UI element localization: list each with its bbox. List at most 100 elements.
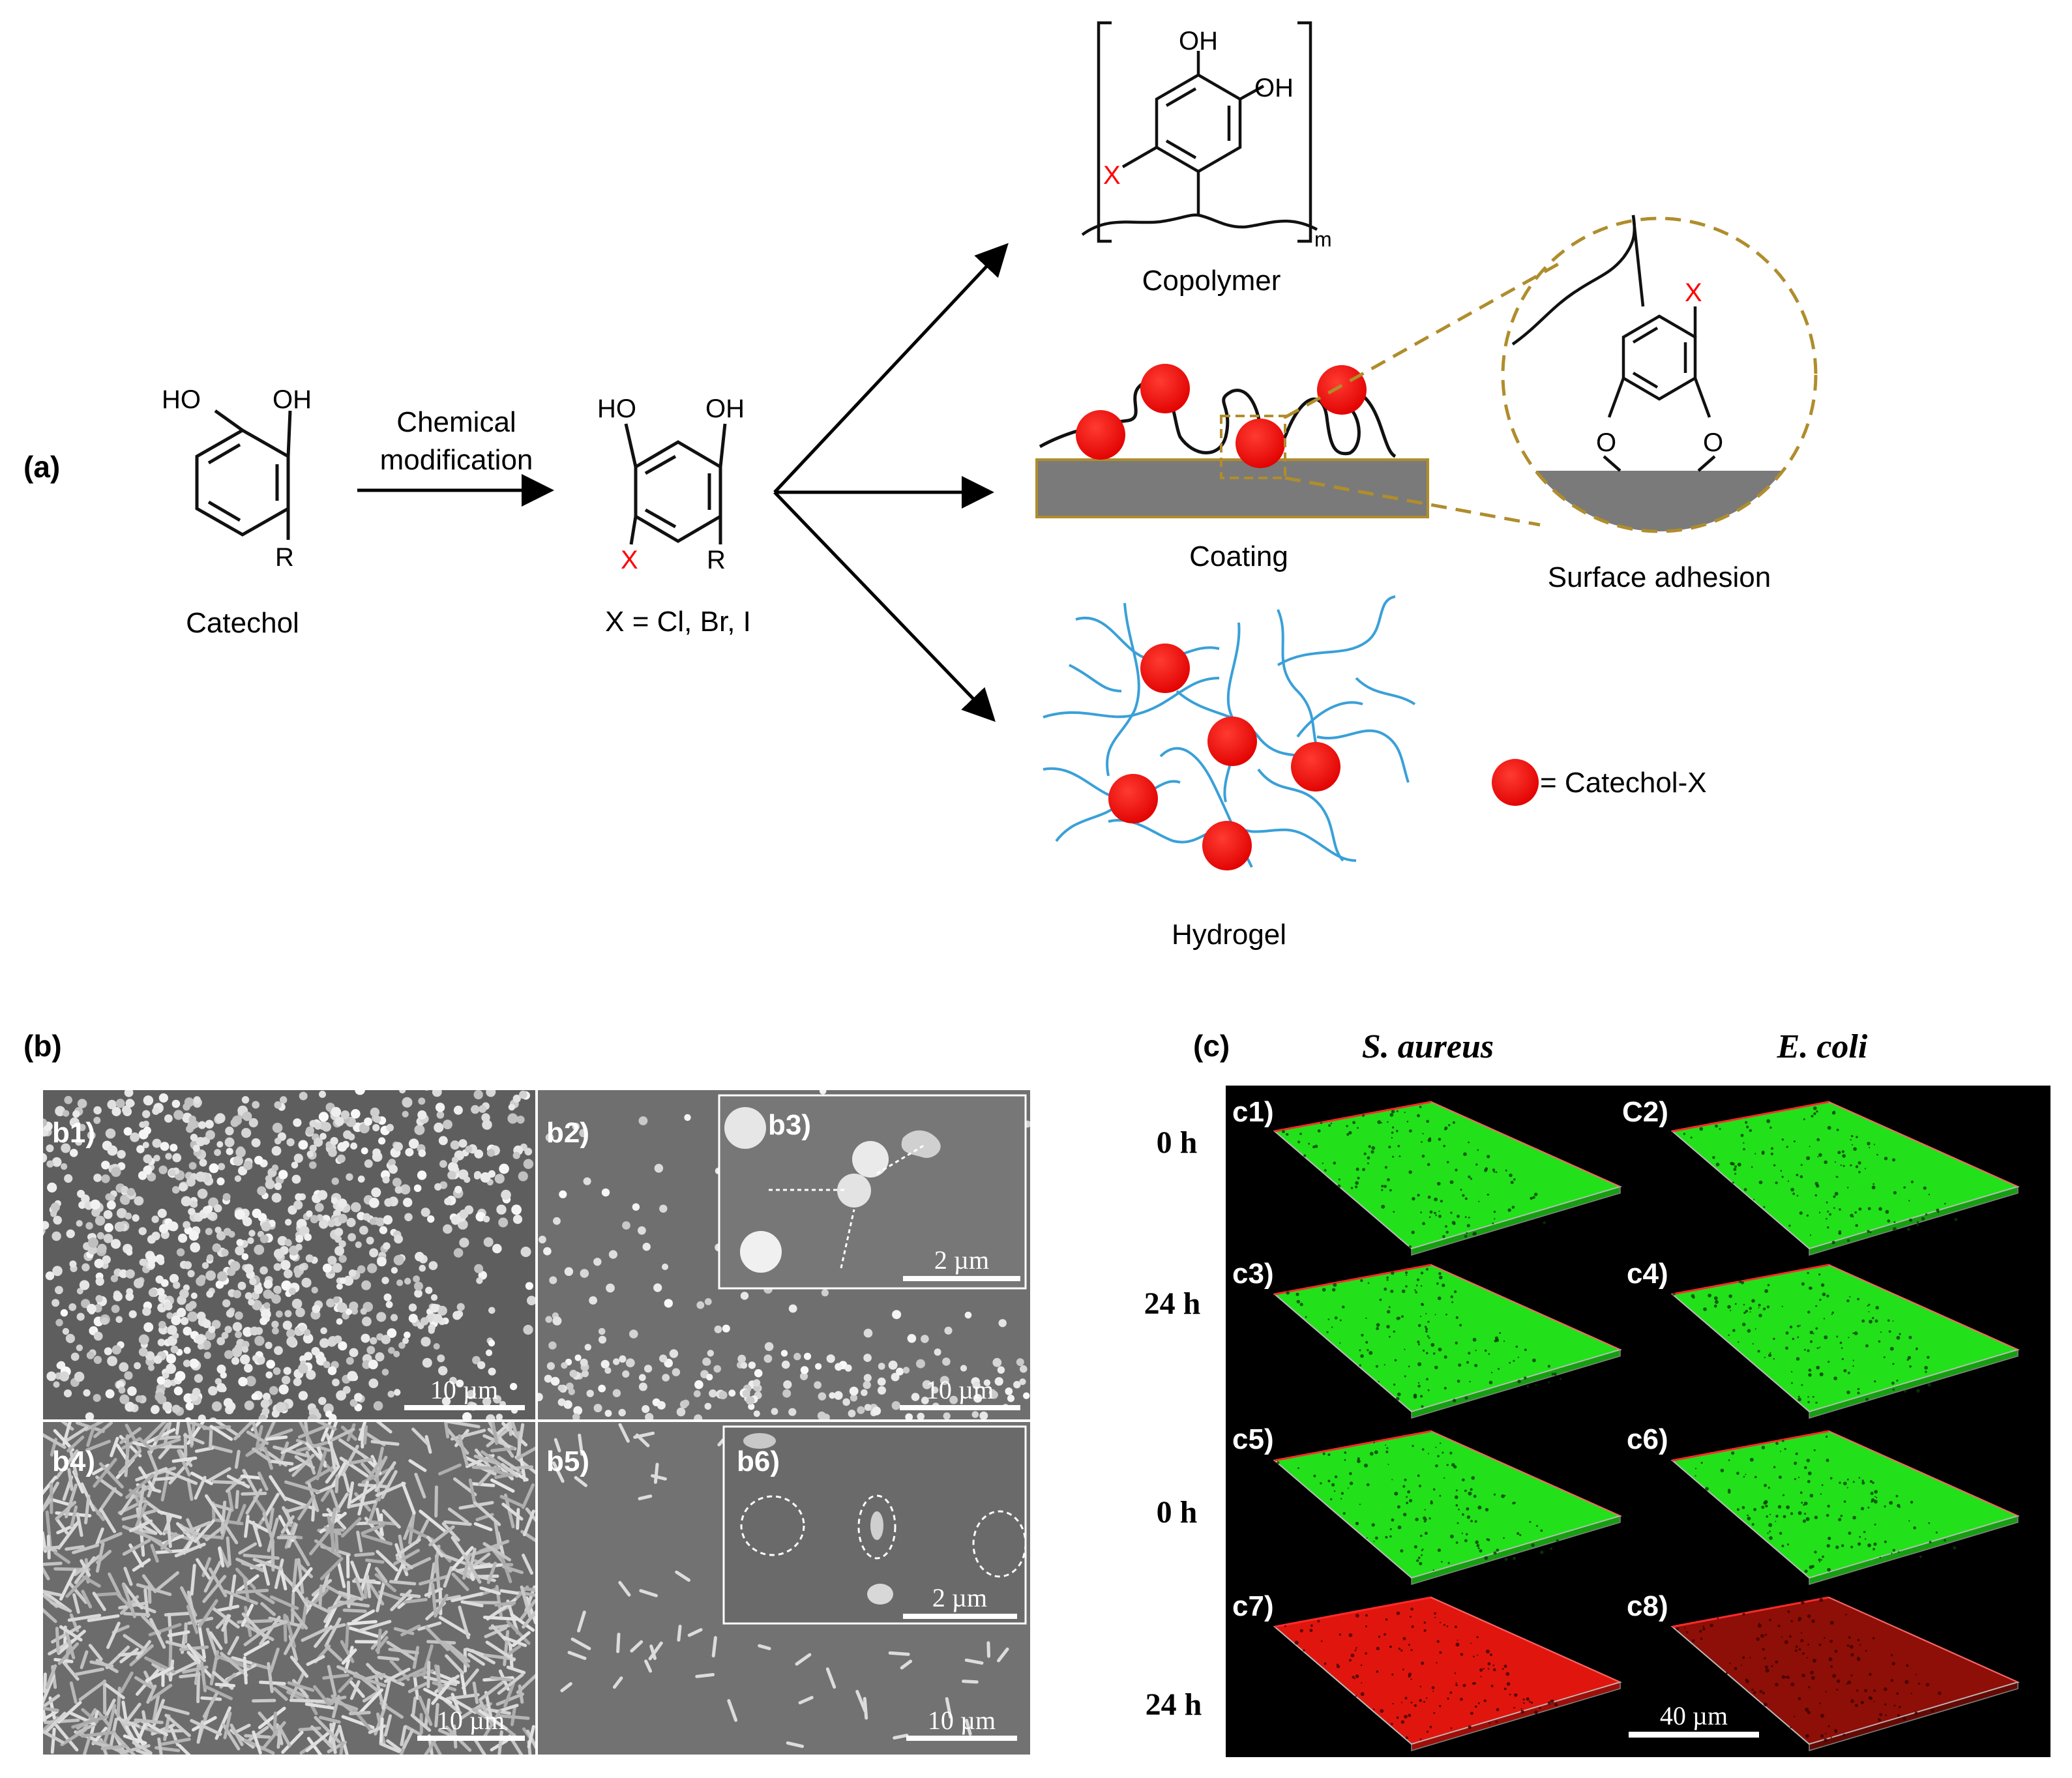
coccus xyxy=(298,1140,308,1150)
confocal-speckle xyxy=(1385,1535,1388,1539)
coccus xyxy=(235,1311,243,1320)
hydrogel-strand xyxy=(1223,622,1241,803)
confocal-speckle xyxy=(1691,1294,1695,1298)
scale-text-b1: 10 µm xyxy=(430,1375,498,1404)
confocal-speckle xyxy=(1857,1161,1861,1165)
confocal-speckle xyxy=(1775,1660,1779,1664)
b6-ring-marker xyxy=(972,1510,1027,1578)
copolymer-double-bond xyxy=(1165,87,1197,107)
confocal-speckle xyxy=(1505,1672,1510,1676)
confocal-speckle xyxy=(1855,1165,1859,1168)
confocal-speckle xyxy=(1425,1330,1428,1333)
confocal-speckle xyxy=(1781,1138,1784,1141)
coccus xyxy=(373,1400,383,1411)
b6-cell xyxy=(743,1433,776,1449)
rod-bacterium xyxy=(223,1589,258,1605)
coccus xyxy=(364,1117,372,1126)
confocal-speckle xyxy=(1378,1635,1381,1638)
coccus xyxy=(512,1094,521,1103)
confocal-speckle xyxy=(1899,1506,1901,1508)
confocal-speckle xyxy=(1414,1289,1416,1291)
confocal-speckle xyxy=(1814,1515,1818,1519)
rod-bacterium xyxy=(291,1453,315,1477)
coccus xyxy=(283,1367,291,1375)
confocal-speckle xyxy=(1822,1555,1824,1558)
confocal-speckle xyxy=(1838,1518,1842,1522)
confocal-speckle xyxy=(1839,1208,1841,1211)
confocal-speckle xyxy=(1471,1476,1475,1480)
confocal-speckle xyxy=(1857,1297,1860,1301)
coccus xyxy=(706,1374,713,1381)
confocal-speckle xyxy=(1438,1215,1442,1218)
coccus xyxy=(153,1355,162,1364)
confocal-speckle xyxy=(1833,1207,1835,1209)
confocal-speckle xyxy=(1349,1472,1352,1475)
confocal-speckle xyxy=(1361,1333,1364,1337)
rod-bacterium xyxy=(494,1601,516,1607)
coccus xyxy=(518,1171,528,1181)
confocal-speckle xyxy=(1792,1193,1795,1195)
confocal-speckle xyxy=(1297,1140,1301,1144)
rod-bacterium xyxy=(183,1432,188,1458)
confocal-speckle xyxy=(1440,1622,1442,1623)
confocal-speckle xyxy=(1492,1222,1494,1224)
confocal-speckle xyxy=(1445,1230,1449,1234)
rod-bacterium xyxy=(284,1622,303,1655)
rod-bacterium xyxy=(964,1658,984,1665)
confocal-speckle xyxy=(1764,1356,1766,1359)
coccus xyxy=(826,1354,835,1363)
catechol-r: R xyxy=(275,543,294,572)
rod-bacterium xyxy=(306,1655,325,1667)
coccus xyxy=(593,1258,602,1266)
confocal-speckle xyxy=(1492,1168,1496,1172)
copolymer-structure xyxy=(1081,21,1318,243)
confocal-slab-edge xyxy=(1809,1515,2019,1586)
coccus xyxy=(0,1239,7,1250)
coccus xyxy=(134,1362,141,1370)
confocal-speckle xyxy=(1846,1683,1848,1685)
confocal-speckle xyxy=(1872,1637,1875,1640)
rod-bacterium xyxy=(92,1592,106,1611)
confocal-speckle xyxy=(1286,1133,1288,1136)
coccus xyxy=(170,1144,178,1152)
coccus xyxy=(148,1364,155,1371)
confocal-speckle xyxy=(1331,1483,1335,1487)
coccus xyxy=(100,1317,109,1325)
coccus xyxy=(280,1260,291,1270)
confocal-speckle xyxy=(1826,1514,1829,1517)
rod-bacterium xyxy=(213,1503,232,1511)
coccus xyxy=(443,1224,452,1234)
rod-bacterium xyxy=(411,1697,417,1715)
confocal-speckle xyxy=(1769,1126,1772,1129)
coccus xyxy=(163,1379,172,1388)
confocal-speckle xyxy=(1797,1325,1799,1327)
confocal-speckle xyxy=(1759,1689,1762,1693)
coccus xyxy=(271,1320,279,1329)
confocal-speckle xyxy=(1376,1646,1380,1651)
column-header-s-aureus: S. aureus xyxy=(1362,1028,1494,1065)
rod-bacterium xyxy=(55,1500,77,1520)
coccus xyxy=(361,1280,372,1290)
confocal-speckle xyxy=(1449,1180,1454,1184)
coccus xyxy=(888,1360,898,1370)
confocal-speckle xyxy=(1464,1234,1468,1238)
coccus xyxy=(265,1371,273,1379)
confocal-speckle xyxy=(1699,1127,1703,1131)
confocal-speckle xyxy=(1369,1451,1374,1456)
confocal-speckle xyxy=(1878,1207,1882,1211)
confocal-speckle xyxy=(1838,1232,1842,1235)
confocal-speckle xyxy=(1484,1349,1487,1352)
coccus xyxy=(303,1333,314,1344)
confocal-speckle xyxy=(1449,1451,1453,1455)
confocal-speckle xyxy=(1548,1381,1550,1384)
confocal-speckle xyxy=(1536,1524,1538,1527)
confocal-speckle xyxy=(1505,1169,1507,1172)
confocal-speckle xyxy=(1485,1650,1490,1653)
coccus xyxy=(456,1071,464,1080)
confocal-speckle xyxy=(1801,1282,1805,1286)
hydrogel-catechol-x xyxy=(1108,774,1158,823)
rod-bacterium xyxy=(341,1648,357,1665)
confocal-speckle xyxy=(1883,1356,1886,1359)
coccus xyxy=(208,1326,216,1333)
confocal-speckle xyxy=(1837,1151,1841,1155)
